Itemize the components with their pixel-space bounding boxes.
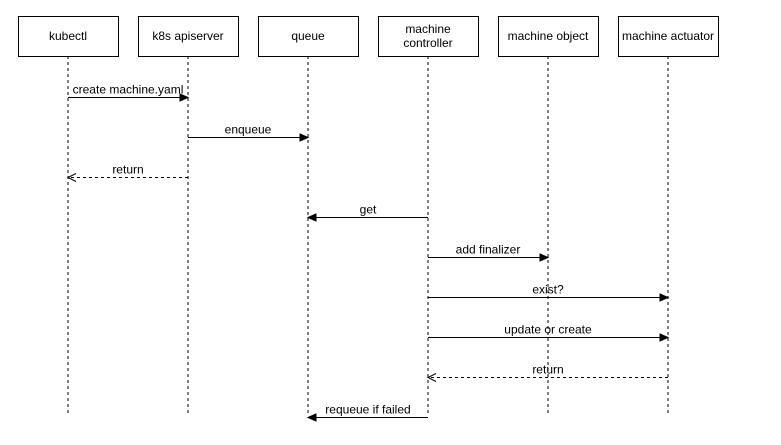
- message-label: enqueue: [225, 123, 272, 137]
- filled-arrowhead-icon: [659, 293, 670, 302]
- participant-apiserver: [138, 16, 239, 57]
- participant-queue: [258, 16, 359, 57]
- message-label: return: [112, 163, 143, 177]
- filled-arrowhead-icon: [299, 133, 310, 142]
- participant-label: machine object: [508, 29, 589, 43]
- message-label: create machine.yaml: [73, 83, 184, 97]
- participant-label: machine: [405, 22, 451, 36]
- open-arrowhead-icon: [66, 173, 77, 182]
- participant-controller: [378, 16, 479, 57]
- message-label: return: [532, 363, 563, 377]
- message-label: get: [360, 203, 377, 217]
- participant-actuator: [618, 16, 719, 57]
- participant-label: controller: [403, 36, 452, 50]
- message-label: exist?: [532, 283, 564, 297]
- filled-arrowhead-icon: [659, 333, 670, 342]
- open-arrowhead-icon: [426, 373, 437, 382]
- participant-label: queue: [291, 29, 325, 43]
- participant-label: machine actuator: [622, 29, 714, 43]
- message-label: update or create: [504, 323, 592, 337]
- filled-arrowhead-icon: [179, 93, 190, 102]
- filled-arrowhead-icon: [306, 413, 317, 422]
- message-label: requeue if failed: [325, 403, 410, 417]
- participant-label: k8s apiserver: [152, 29, 223, 43]
- filled-arrowhead-icon: [539, 253, 550, 262]
- message-label: add finalizer: [456, 243, 521, 257]
- filled-arrowhead-icon: [306, 213, 317, 222]
- participant-label: kubectl: [49, 29, 87, 43]
- participant-kubectl: [18, 16, 119, 57]
- participant-object: [498, 16, 599, 57]
